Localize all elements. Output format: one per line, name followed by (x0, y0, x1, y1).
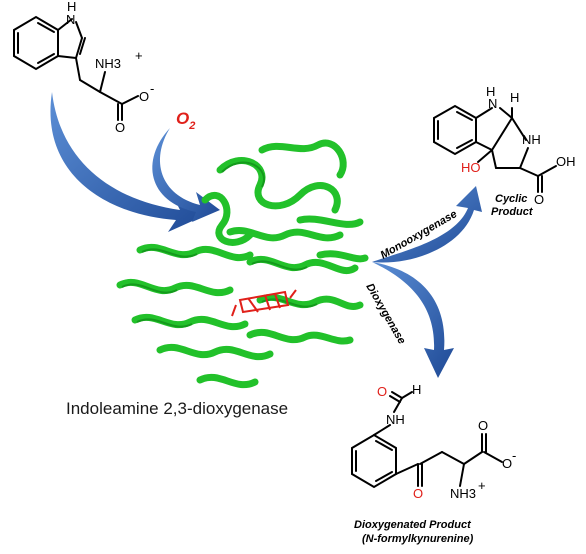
heme-cofactor (231, 289, 297, 317)
substrate-carboxylate-charge: - (150, 81, 154, 96)
dioxy-amine-label: NH3 (450, 486, 476, 501)
dioxy-nh-label: NH (386, 412, 405, 427)
dioxy-product-label-line2: (N-formylkynurenine) (362, 533, 474, 545)
dioxy-formyl-o: O (377, 384, 387, 399)
substrate-h-label: H (67, 0, 76, 14)
dioxy-carboxylate-charge: - (512, 448, 516, 463)
oxygen-label: O2 (176, 109, 195, 132)
oxygen-symbol: O (176, 109, 189, 128)
cyclic-nh2-label: NH (522, 132, 541, 147)
substrate-carboxylate-o: O (139, 89, 149, 104)
arrow-monooxygenase (372, 186, 482, 263)
cyclic-product-structure: N H H NH HO OH O Cyclic Product (433, 84, 576, 218)
dioxygenase-label: Dioxygenase (363, 282, 407, 347)
cyclic-h1-label: H (486, 84, 495, 99)
cyclic-n1-label: N (488, 96, 497, 111)
cyclic-co-label: O (534, 192, 544, 207)
dioxy-product-label-line1: Dioxygenated Product (354, 519, 472, 531)
substrate-amine-label: NH3 (95, 56, 121, 71)
arrow-substrate-to-enzyme (50, 92, 208, 232)
enzyme-ribbon-structure (116, 139, 369, 389)
cyclic-product-label-line1: Cyclic (495, 193, 527, 205)
substrate-carbonyl-o: O (115, 120, 125, 135)
enzyme-title: Indoleamine 2,3-dioxygenase (66, 399, 288, 418)
dioxygenated-product-structure: NH O H O NH3 + O O - Dioxygenated Produc… (351, 382, 516, 545)
oxygen-subscript: 2 (188, 120, 195, 132)
substrate-amine-charge: + (135, 48, 143, 63)
tryptophan-structure: N H NH3 + O O - (13, 0, 154, 135)
cyclic-cooh-label: OH (556, 154, 576, 169)
cyclic-bridge-h: H (510, 90, 519, 105)
substrate-n-label: N (66, 12, 75, 27)
dioxy-carboxylate-o: O (502, 456, 512, 471)
arrow-dioxygenase (372, 262, 454, 378)
dioxy-amine-charge: + (478, 478, 486, 493)
dioxy-formyl-h: H (412, 382, 421, 397)
dioxy-keto-o: O (413, 486, 423, 501)
dioxy-carbonyl-o: O (478, 418, 488, 433)
cyclic-oh-label: HO (461, 160, 481, 175)
cyclic-product-label-line2: Product (491, 206, 534, 218)
